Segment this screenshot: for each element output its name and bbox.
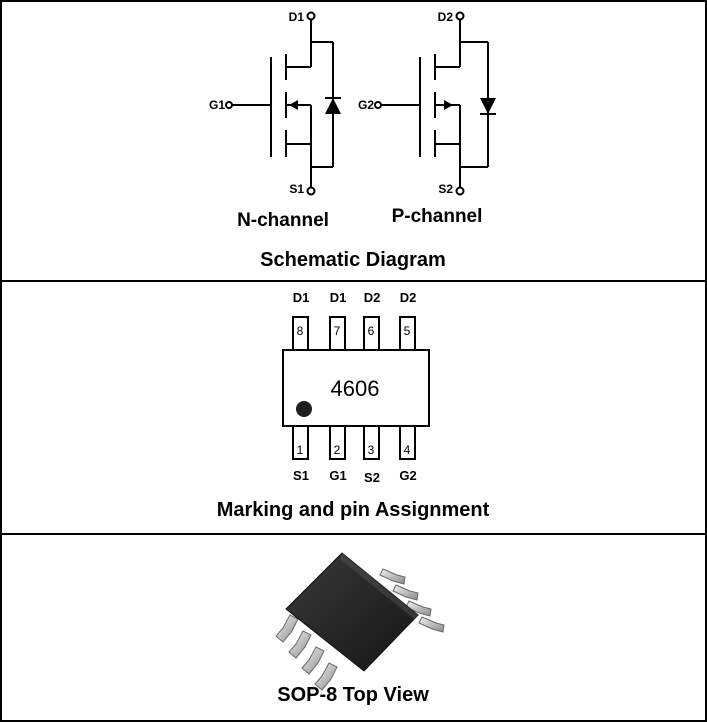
p-channel-arrow-icon [444, 100, 453, 110]
pin-number-4: 4 [404, 443, 411, 457]
divider-2 [2, 533, 705, 535]
pin-number-6: 6 [368, 324, 375, 338]
bottom-label-3: S2 [364, 470, 380, 485]
schematic-diagram: D1 G1 S1 D2 G2 S2 N-channel P-channel Sc… [209, 10, 496, 271]
n-drain-label: D1 [289, 10, 305, 24]
top-label-3: D2 [364, 290, 381, 305]
bottom-label-4: G2 [399, 468, 416, 483]
divider-1 [2, 280, 705, 282]
pin-1 [292, 425, 309, 460]
pin-3 [363, 425, 380, 460]
pin1-dot-icon [296, 401, 312, 417]
top-label-4: D2 [400, 290, 417, 305]
p-channel-diode-icon [480, 98, 496, 114]
n-channel-label: N-channel [237, 210, 329, 231]
pin-number-2: 2 [334, 443, 341, 457]
n-channel-diode-icon [325, 98, 341, 114]
marking-section: D1 D1 D2 D2 8 7 6 5 4606 1 [0, 280, 703, 531]
package-highlight [340, 553, 418, 619]
pin-number-1: 1 [297, 443, 304, 457]
p-source-label: S2 [438, 182, 453, 196]
n-channel-mosfet [225, 11, 341, 196]
bottom-label-1: S1 [293, 468, 309, 483]
package-caption: SOP-8 Top View [277, 684, 429, 706]
sop8-package-picture: SOP-8 Top View [275, 552, 445, 706]
package-section: SOP-8 Top View [0, 533, 703, 718]
pin-2 [329, 425, 346, 460]
p-channel-label: P-channel [392, 206, 483, 227]
schematic-caption: Schematic Diagram [260, 249, 446, 271]
p-gate-label: G2 [358, 98, 374, 112]
pin-number-5: 5 [404, 324, 411, 338]
top-label-2: D1 [330, 290, 347, 305]
marking-caption: Marking and pin Assignment [217, 499, 490, 521]
n-source-label: S1 [289, 182, 304, 196]
package-body [285, 552, 419, 672]
p-drain-label: D2 [438, 10, 454, 24]
top-label-1: D1 [293, 290, 310, 305]
pinout-diagram: D1 D1 D2 D2 8 7 6 5 4606 1 [217, 290, 490, 521]
n-channel-arrow-icon [289, 100, 298, 110]
pin-number-3: 3 [368, 443, 375, 457]
part-number: 4606 [331, 376, 380, 401]
pin-number-7: 7 [334, 324, 341, 338]
schematic-section: D1 G1 S1 D2 G2 S2 N-channel P-channel Sc… [0, 2, 703, 278]
pin-4 [399, 425, 416, 460]
n-gate-label: G1 [209, 98, 225, 112]
bottom-label-2: G1 [329, 468, 346, 483]
p-channel-mosfet [374, 11, 496, 196]
pin-number-8: 8 [297, 324, 304, 338]
